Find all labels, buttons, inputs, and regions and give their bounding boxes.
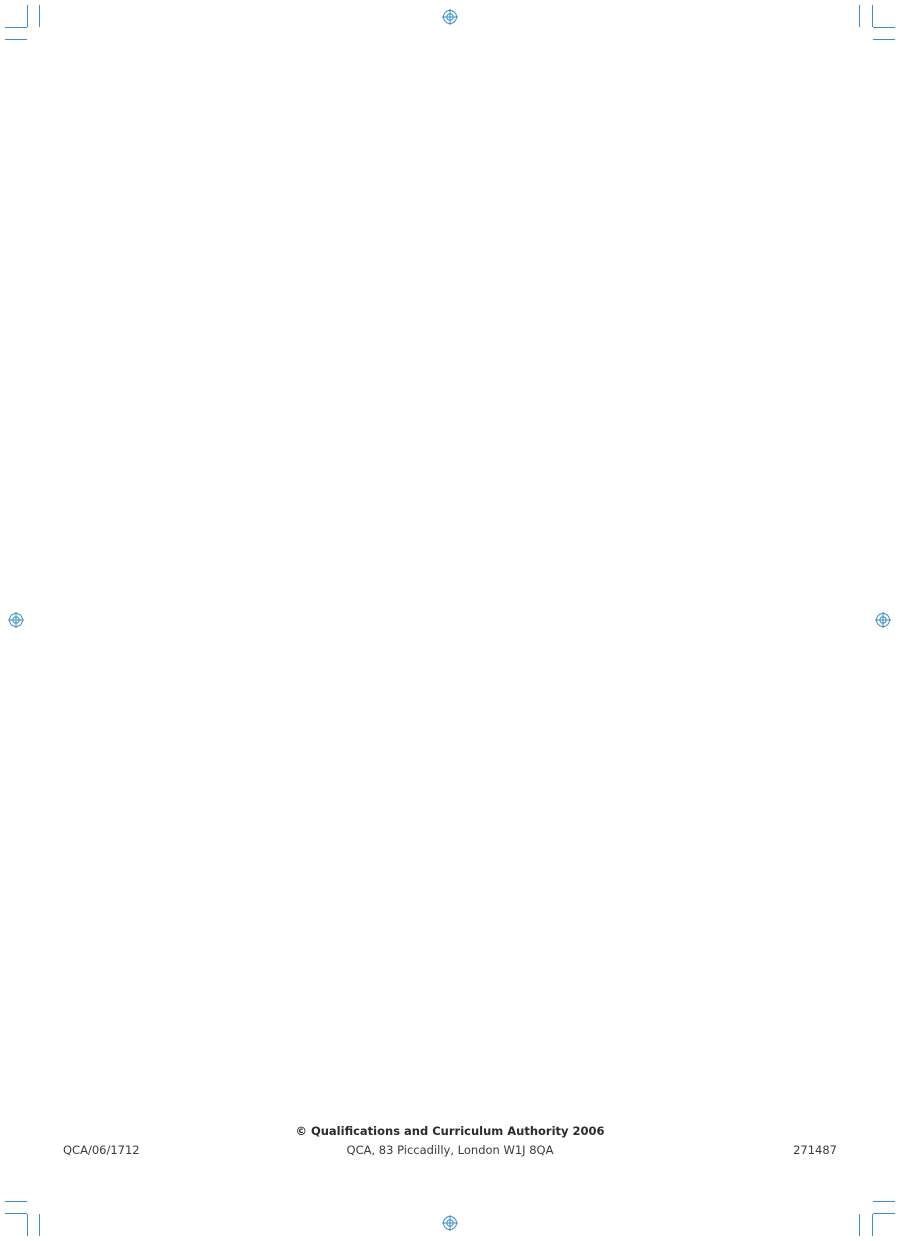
registration-target-icon	[442, 9, 458, 25]
crop-mark-top-right-horizontal	[873, 39, 895, 40]
crop-mark-bottom-right-vertical-inner	[859, 1214, 860, 1236]
crop-mark-bottom-right-horizontal	[873, 1201, 895, 1202]
crop-mark-bottom-left-vertical	[27, 1214, 28, 1236]
crop-mark-top-right-horizontal-inner	[873, 27, 895, 28]
crop-mark-bottom-left-vertical-inner	[39, 1214, 40, 1236]
order-number: 271487	[793, 1143, 837, 1157]
crop-mark-bottom-right-vertical	[872, 1214, 873, 1236]
crop-mark-bottom-right-horizontal-inner	[873, 1213, 895, 1214]
footer-row: QCA/06/1712 QCA, 83 Piccadilly, London W…	[0, 1143, 900, 1159]
crop-mark-top-right-vertical	[859, 5, 860, 27]
publication-code: QCA/06/1712	[63, 1143, 140, 1157]
registration-target-icon	[8, 612, 24, 628]
registration-target-icon	[442, 1215, 458, 1231]
crop-mark-top-right-vertical-inner	[872, 5, 873, 27]
footer-copyright: © Qualifications and Curriculum Authorit…	[295, 1124, 605, 1138]
crop-mark-top-left-horizontal	[5, 39, 27, 40]
crop-mark-top-left-vertical	[39, 5, 40, 27]
crop-mark-top-left-horizontal-inner	[5, 27, 27, 28]
crop-mark-bottom-left-horizontal	[5, 1201, 27, 1202]
crop-mark-bottom-left-horizontal-inner	[5, 1213, 27, 1214]
publisher-address: QCA, 83 Piccadilly, London W1J 8QA	[346, 1143, 554, 1157]
crop-mark-top-left-vertical-inner	[27, 5, 28, 27]
registration-target-icon	[875, 612, 891, 628]
